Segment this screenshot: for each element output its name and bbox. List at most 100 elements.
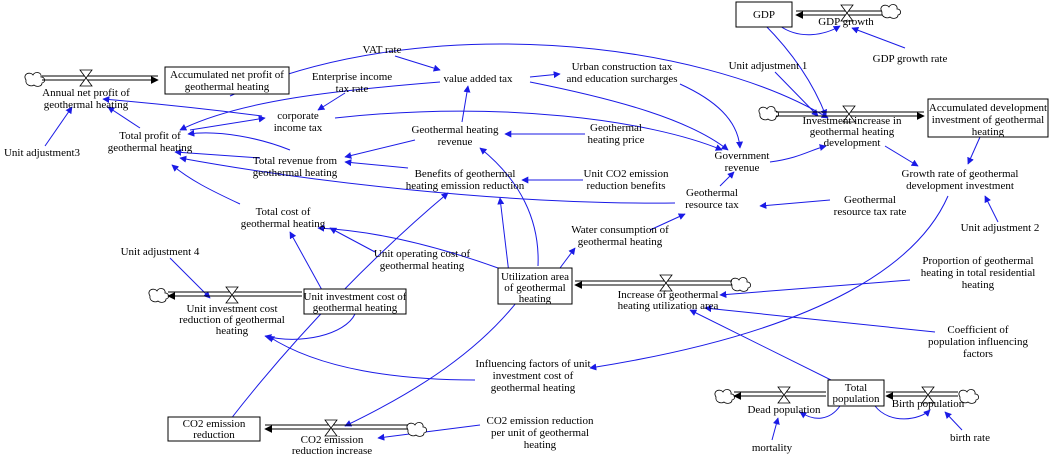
link-gdp-to-gdp-growth [779, 25, 841, 36]
var-gdp-growth-rate: GDP growth rate [873, 53, 948, 65]
cloud-co2-source [406, 422, 427, 437]
flow-gdp-growth: GDP growth [818, 16, 874, 28]
stock-label-line: geothermal heating [185, 81, 270, 93]
link-influencing-factors-to-reduction [267, 335, 476, 381]
link-revenue-to-vat [461, 85, 471, 123]
var-value-added-tax: value added tax [443, 73, 513, 85]
link-total-profit-to-annual-profit [107, 106, 141, 129]
link-vat-to-gov-revenue [529, 81, 729, 151]
svg-text:GDP: GDP [753, 9, 775, 21]
stock-gdp: GDP [735, 1, 793, 28]
link-urban-tax-to-gov-revenue [679, 83, 744, 149]
link-unit-investment-cost-to-reduction [264, 313, 356, 341]
stock-label-line: geothermal heating [313, 302, 398, 314]
cloud-annual-profit-source [24, 72, 45, 87]
link-coefficient-to-increase [704, 305, 936, 333]
link-resource-tax-rate-to-resource-tax [759, 199, 831, 209]
stock-label-line: Accumulated net profit of [170, 69, 284, 81]
stock-label-line: population [832, 393, 880, 405]
cloud-unit-cost-sink [148, 288, 169, 303]
link-total-profit-to-cit [189, 115, 266, 131]
stock-label-line: investment of geothermal [932, 114, 1044, 126]
link-utilization-to-revenue [479, 147, 539, 267]
link-utilization-to-co2-increase [344, 297, 521, 427]
link-vat-to-total-profit [179, 81, 441, 131]
link-population-to-increase [689, 309, 836, 383]
link-gdp-growth-rate-to-gdp-growth [851, 26, 906, 49]
flow-pipes [24, 4, 979, 437]
stock-label-line: heating [519, 293, 552, 305]
var-unit-adjustment-2: Unit adjustment 2 [961, 222, 1040, 234]
valve-investment-increase [842, 105, 856, 123]
link-total-revenue-to-total-profit [174, 148, 261, 159]
causal-links [44, 23, 999, 441]
link-population-to-birth [874, 405, 931, 420]
cloud-utilization-source [730, 277, 751, 292]
var-mortality: mortality [752, 442, 793, 454]
stock-label-line: GDP [753, 9, 775, 21]
link-enterprise-rate-to-cit [317, 92, 346, 111]
link-co2-per-unit-to-co2-increase [377, 424, 481, 441]
link-resource-tax-to-total-profit [179, 155, 676, 204]
link-annual-profit-to-development-investment [229, 43, 829, 119]
link-unit-adj3-to-annual-profit [44, 106, 73, 147]
link-vat-rate-to-vat [394, 55, 441, 72]
link-unit-investment-cost-to-total-cost [289, 231, 323, 291]
stock-label-line: Accumulated development [929, 102, 1047, 114]
link-water-to-resource-tax [649, 213, 686, 231]
valve-birth-population [921, 386, 935, 404]
link-population-to-dead [799, 405, 841, 419]
link-cit-to-annual-profit [102, 96, 263, 117]
stock-label-line: reduction [193, 429, 235, 441]
link-growth-rate-to-influencing-factors [589, 195, 949, 371]
link-utilization-to-water [559, 247, 576, 269]
link-resource-tax-to-gov-revenue [719, 171, 735, 187]
stock-label-line: Utilization area [501, 271, 569, 283]
stock-label-line: heating [972, 126, 1005, 138]
var-birth-rate: birth rate [950, 432, 990, 444]
stock-label-line: of geothermal [504, 282, 565, 294]
link-proportion-to-increase [719, 279, 911, 298]
stock-label-line: Unit investment cost of [304, 291, 407, 303]
link-mortality-to-dead [771, 417, 780, 441]
var-unit-adjustment-4: Unit adjustment 4 [121, 246, 200, 258]
link-unit-adj2-to-growth-rate [984, 195, 999, 223]
link-dev-investment-to-growth-rate [967, 136, 981, 165]
flow-dead-population: Dead population [747, 404, 821, 416]
link-total-cost-to-total-profit [171, 164, 241, 205]
cloud-dead-sink [714, 389, 735, 404]
link-gdp-to-investment-increase [763, 23, 827, 117]
link-birth-rate-to-birth [944, 411, 963, 431]
link-gov-revenue-to-investment-increase [769, 144, 827, 163]
